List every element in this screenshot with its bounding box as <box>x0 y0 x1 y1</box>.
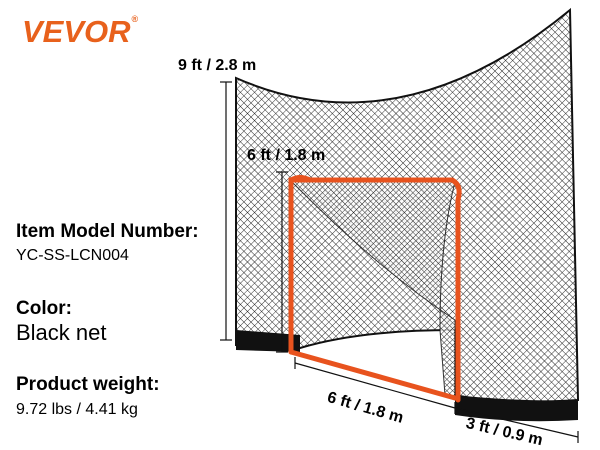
backstop-base <box>236 330 300 352</box>
brand-name: VEVOR <box>22 14 131 49</box>
weight-value: 9.72 lbs / 4.41 kg <box>16 401 138 418</box>
dimension-lines <box>220 81 579 443</box>
goal-frame <box>288 175 462 403</box>
model-value: YC-SS-LCN004 <box>16 247 129 264</box>
model-label: Item Model Number: <box>16 221 199 242</box>
dim-backstop-height: 9 ft / 2.8 m <box>178 57 257 74</box>
brand-registered-mark: ® <box>131 14 139 24</box>
color-label: Color: <box>16 298 72 319</box>
color-value: Black net <box>16 320 107 345</box>
weight-label: Product weight: <box>16 374 160 395</box>
dim-goal-height: 6 ft / 1.8 m <box>247 147 326 164</box>
goal-net <box>288 179 456 399</box>
brand-logo: VEVOR® <box>22 14 138 50</box>
